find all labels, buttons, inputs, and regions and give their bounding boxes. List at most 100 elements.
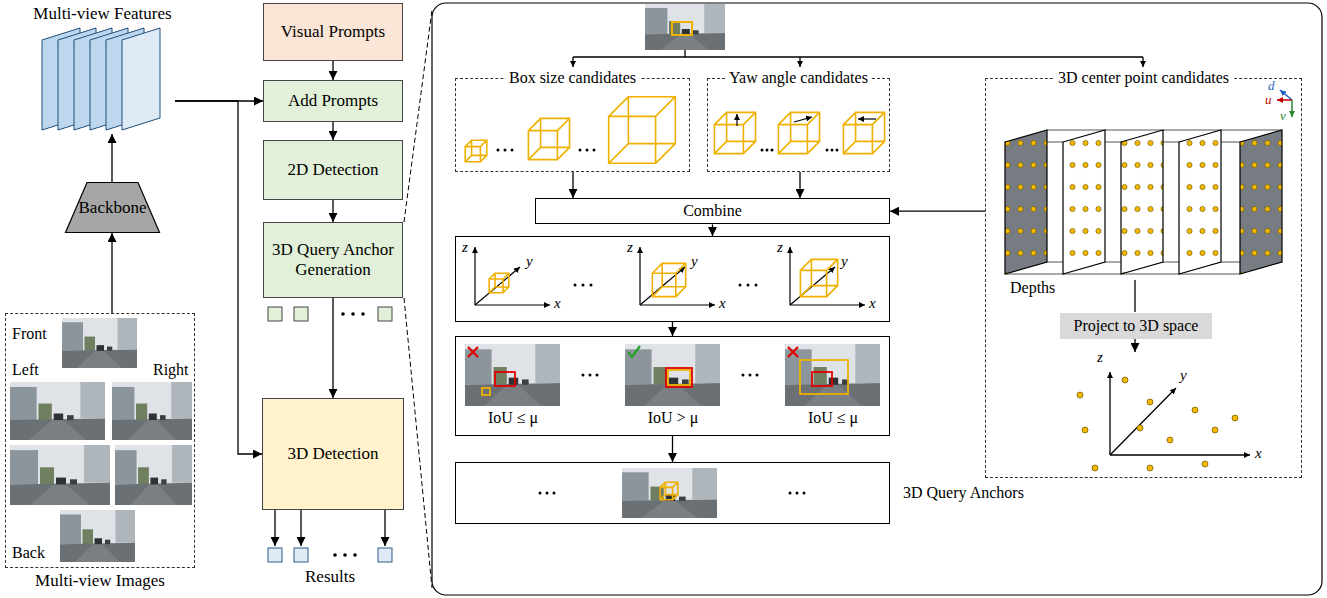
- dot: [589, 374, 592, 377]
- flow-arrow: [332, 200, 333, 222]
- axis-arrow: [474, 247, 475, 305]
- camera-image: [62, 318, 137, 368]
- projected-box: [668, 370, 690, 385]
- annotation-label: Front: [12, 326, 47, 342]
- axis-label: y: [691, 254, 698, 269]
- combined-candidate: [489, 273, 509, 293]
- reject-mark: [788, 347, 798, 357]
- filter-panel: IoU ≤ μ IoU > μ IoU ≤ μ: [455, 336, 890, 436]
- camera-image: [10, 445, 110, 505]
- axis-label: z: [462, 240, 468, 255]
- point: [1167, 437, 1173, 443]
- query-token: [294, 307, 308, 321]
- yaw-candidate: [714, 112, 755, 153]
- point: [1137, 425, 1143, 431]
- candidate-axes: [475, 247, 865, 305]
- combine-box: Combine: [535, 198, 890, 224]
- dot: [574, 284, 577, 287]
- axis-arrow: [1110, 388, 1176, 455]
- zoom-line: [404, 10, 432, 222]
- node-label: 3D center point candidates: [1054, 68, 1233, 88]
- flow-arrow: [712, 224, 713, 236]
- flow-arrow: [332, 298, 333, 398]
- axis-label: x: [719, 296, 726, 311]
- flow-arrow: [890, 211, 985, 212]
- axis-arrow: [475, 304, 550, 305]
- dot: [546, 492, 549, 495]
- point: [1202, 461, 1208, 467]
- axis-label: v: [1280, 109, 1286, 122]
- node-label: Multi-view Features: [30, 4, 175, 24]
- axis-arrow: [640, 304, 715, 305]
- query-token: [378, 307, 392, 321]
- axis-label: u: [1265, 93, 1272, 106]
- dot: [504, 149, 507, 152]
- combined-candidate: [652, 263, 685, 296]
- axis-arrow: [1277, 99, 1292, 101]
- image-plane: [1005, 130, 1047, 274]
- yaw-candidate: [843, 112, 884, 153]
- point: [1147, 465, 1153, 471]
- line: [1134, 280, 1135, 312]
- dot: [831, 149, 834, 152]
- prompt-box: Visual Prompts: [263, 3, 403, 61]
- dot: [836, 149, 839, 152]
- node-label: Visual Prompts: [281, 22, 385, 42]
- projection-image: [785, 344, 880, 406]
- zoom-line: [404, 298, 432, 588]
- query-tokens: [268, 307, 392, 321]
- detail-panel: [432, 3, 1322, 595]
- node-label: 2D Detection: [287, 160, 378, 180]
- depth-rails: [1005, 130, 1282, 274]
- dot: [596, 374, 599, 377]
- dot: [742, 374, 745, 377]
- dot: [766, 149, 769, 152]
- input-image: [645, 4, 725, 50]
- depth-planes: [1005, 130, 1282, 274]
- flow-arrow: [111, 134, 112, 182]
- axis-label: y: [526, 254, 533, 269]
- 2d-box: [495, 372, 515, 386]
- iou-label: IoU ≤ μ: [773, 410, 893, 426]
- query-token: [268, 307, 282, 321]
- ellipsis: [341, 312, 365, 316]
- projection-image: [465, 344, 560, 406]
- rail: [1047, 130, 1282, 131]
- dot: [796, 492, 799, 495]
- dot: [511, 149, 514, 152]
- camera-images: [10, 318, 192, 562]
- axis-arrow: [1109, 372, 1110, 455]
- annotation-label: Right: [153, 362, 189, 378]
- anchor-image: [622, 468, 717, 518]
- axis-label: z: [627, 240, 633, 255]
- iou-label: IoU ≤ μ: [453, 410, 573, 426]
- arrow: [274, 510, 275, 546]
- arrow: [736, 114, 737, 126]
- node-label: Add Prompts: [288, 91, 378, 111]
- node-label: 3D Query Anchors: [903, 484, 1024, 502]
- candidate-group: Yaw angle candidates: [707, 78, 890, 172]
- result-token: [268, 548, 282, 562]
- node-label: 3D Query Anchor Generation: [269, 240, 397, 279]
- world-axes: [1110, 372, 1250, 455]
- iou-label: IoU > μ: [613, 410, 733, 426]
- backbone-shape: [66, 183, 160, 233]
- dot: [361, 312, 365, 316]
- ellipsis: [539, 492, 806, 495]
- anchor-panel: 3D Query Anchors: [455, 462, 890, 524]
- feature-map: [122, 28, 160, 130]
- dot: [582, 284, 585, 287]
- dot: [789, 492, 792, 495]
- arrow: [572, 57, 573, 67]
- arrow: [1142, 57, 1143, 67]
- projected-boxes: [482, 360, 848, 395]
- dot: [739, 284, 742, 287]
- dot: [755, 284, 758, 287]
- dot: [341, 312, 345, 316]
- combination-panel: zyxzyxzyx: [455, 236, 890, 322]
- point: [1082, 427, 1088, 433]
- process-box: 2D Detection: [263, 140, 403, 200]
